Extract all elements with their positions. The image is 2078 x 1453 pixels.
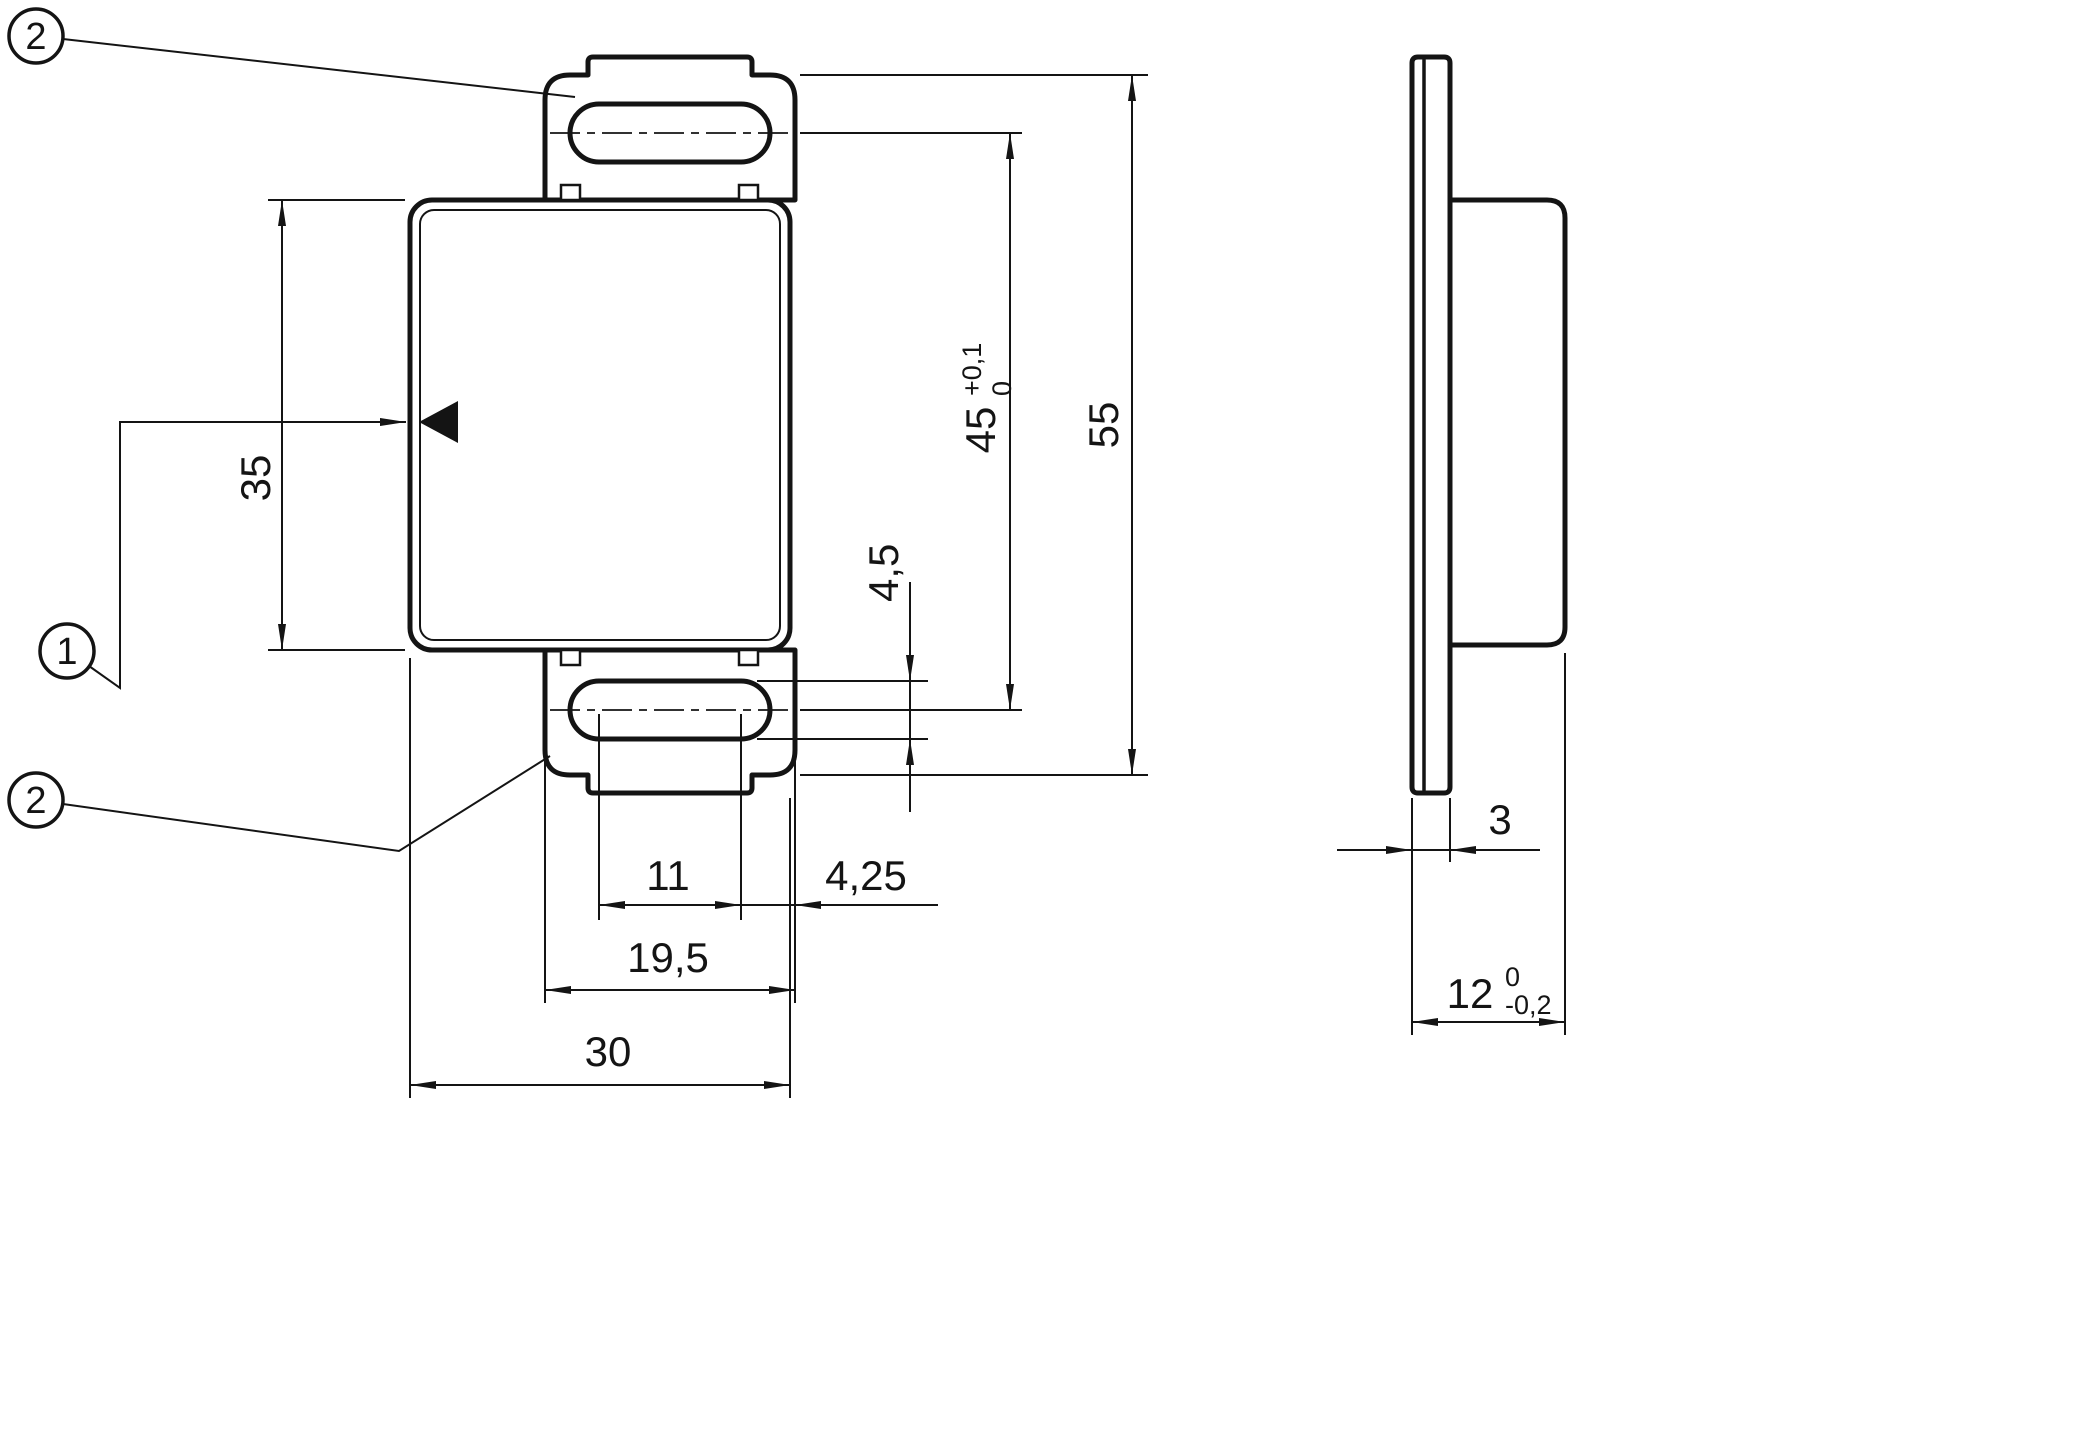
- bracket-bottom-flange: [542, 647, 798, 796]
- sensor-body-outline: [407, 197, 793, 653]
- bracket-plate-profile: [1409, 54, 1453, 796]
- callout-2-bottom-leader: [62, 755, 551, 853]
- sensing-mark-triangle: [419, 401, 458, 443]
- dim-slot-width: 4,5: [757, 544, 928, 812]
- callout-1-number: 1: [56, 631, 77, 673]
- callout-2-top-leader: [62, 38, 576, 98]
- callout-bracket-bottom: 2: [7, 755, 551, 853]
- bracket-top-flange: [542, 54, 798, 203]
- dim-45-tol-lower: 0: [987, 381, 1017, 396]
- dim-slot-length-and-offset: 11 4,25: [598, 714, 938, 1003]
- dim-45-label: 45: [957, 407, 1004, 454]
- dim-30-extension-lines: [409, 658, 791, 1098]
- sensor-body-profile: [1447, 197, 1568, 648]
- dim-body-height: 35: [232, 199, 405, 651]
- callout-sensor: 1: [38, 418, 406, 690]
- dim-12-tol-lower: -0,2: [1505, 990, 1552, 1020]
- callout-1-leader: [88, 418, 406, 690]
- dim-35-extension-lines: [268, 199, 405, 651]
- dim-overall-depth: 12 0 -0,2: [1412, 653, 1566, 1035]
- dim-11-label: 11: [646, 852, 690, 899]
- callout-1-balloon: [38, 622, 96, 680]
- dim-55-extension-lines: [800, 74, 1148, 776]
- dim-4-25-label: 4,25: [825, 852, 907, 899]
- dim-3-label: 3: [1488, 796, 1511, 843]
- dim-45-tol-upper: +0,1: [957, 343, 987, 396]
- dim-bracket-thickness: 3: [1337, 796, 1540, 1035]
- callout-2-top-balloon: [7, 7, 65, 65]
- dim-19-5-label: 19,5: [627, 934, 709, 981]
- dim-3-extension-lines: [1411, 798, 1451, 1035]
- dim-30-label: 30: [585, 1028, 632, 1075]
- dim-12-label: 12: [1447, 970, 1494, 1017]
- callout-2-bottom-balloon: [7, 771, 65, 829]
- dim-4-5-label: 4,5: [860, 544, 907, 602]
- side-view: 3 12 0 -0,2: [1337, 54, 1568, 1035]
- dim-flange-width: 19,5: [544, 758, 795, 1003]
- bracket-junction-tabs: [559, 183, 760, 667]
- callout-2-top-number: 2: [25, 16, 46, 58]
- dim-55-label: 55: [1080, 402, 1127, 449]
- callout-bracket-top: 2: [7, 7, 576, 98]
- dim-4-5-extension-lines: [757, 680, 928, 740]
- dim-overall-height: 55: [800, 74, 1148, 776]
- sensor-body-inner-contour: [419, 209, 781, 641]
- dim-body-width: 30: [409, 658, 791, 1098]
- dim-slot-spacing: 45 +0,1 0: [800, 132, 1022, 711]
- front-view: 35 55 45 +0,1 0: [232, 54, 1148, 1098]
- callout-2-bottom-number: 2: [25, 780, 46, 822]
- dim-35-label: 35: [232, 455, 279, 502]
- dim-12-tol-upper: 0: [1505, 962, 1520, 992]
- dim-11-extension-lines: [598, 714, 796, 1003]
